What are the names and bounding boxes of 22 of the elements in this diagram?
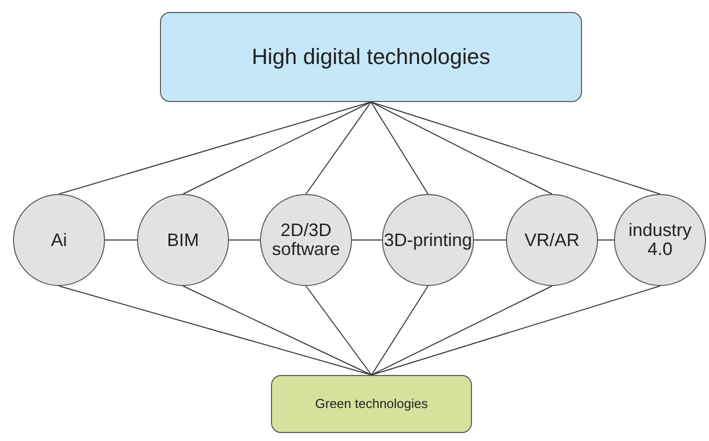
node-label: Ai — [50, 230, 67, 250]
node-label: BIM — [166, 230, 199, 250]
node-label: High digital technologies — [252, 45, 490, 69]
category-box — [160, 12, 582, 102]
node-label: industry 4.0 — [627, 221, 693, 259]
connector-line — [306, 286, 372, 376]
connector-line — [182, 286, 372, 376]
connector-line — [58, 286, 372, 376]
connector-line — [182, 102, 372, 194]
connector-line — [306, 102, 372, 194]
connector-line — [371, 286, 428, 376]
connector-line — [371, 286, 552, 376]
connector-line — [370, 102, 428, 194]
node-label: Green technologies — [315, 397, 428, 411]
node-label: VR/AR — [524, 230, 580, 250]
category-box — [271, 375, 472, 433]
connector-line — [371, 286, 660, 376]
connector-line — [58, 102, 372, 194]
node-label: 3D-printing — [384, 230, 472, 250]
node-label: 2D/3D software — [270, 221, 342, 259]
connector-line — [370, 102, 660, 194]
connector-line — [370, 102, 552, 194]
